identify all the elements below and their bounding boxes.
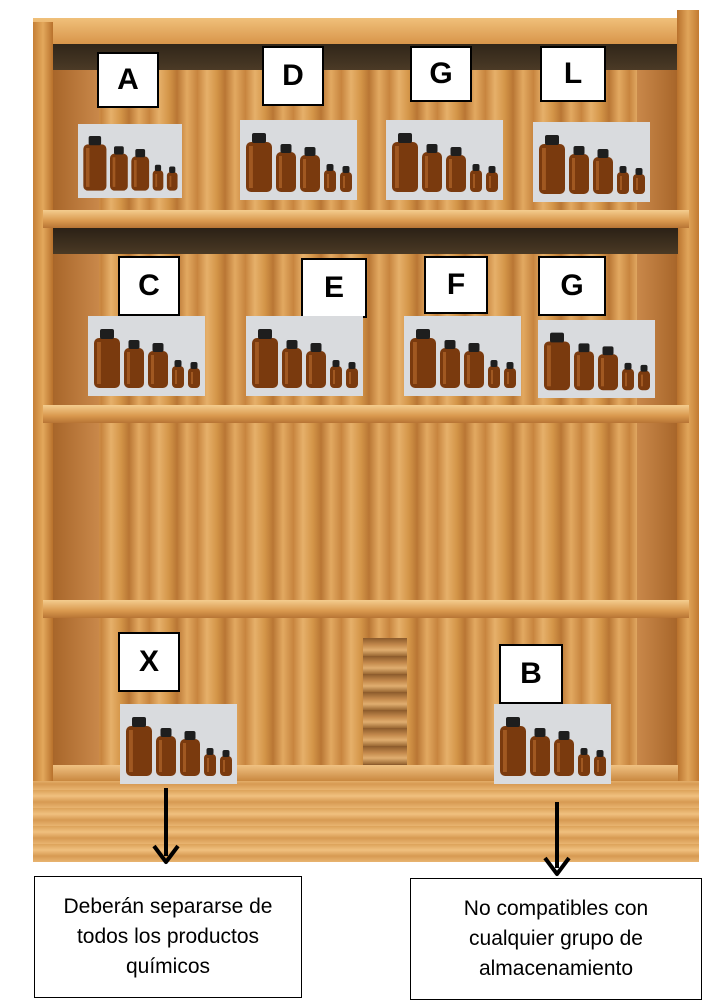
amber-bottle-icon: [530, 728, 550, 776]
amber-bottle-icon: [440, 340, 460, 388]
amber-bottle-icon: [131, 148, 150, 191]
center-divider-post: [363, 638, 407, 784]
bottle-group-d: [240, 120, 357, 200]
shelf-3: [43, 600, 689, 618]
label-b: B: [499, 644, 563, 704]
amber-bottle-icon: [578, 748, 590, 776]
label-g-middle: G: [538, 256, 606, 316]
amber-bottle-icon: [152, 164, 164, 191]
amber-bottle-icon: [486, 166, 498, 192]
amber-bottle-icon: [306, 343, 326, 388]
note-separate-all: Deberán separarse de todos los productos…: [34, 876, 302, 998]
amber-bottle-icon: [574, 343, 594, 391]
amber-bottles-icon: [544, 332, 650, 391]
amber-bottles-icon: [126, 717, 232, 776]
amber-bottle-icon: [410, 329, 436, 388]
amber-bottle-icon: [172, 360, 184, 388]
note-separate-all-text: Deberán separarse de todos los productos…: [63, 895, 273, 978]
amber-bottle-icon: [569, 146, 589, 194]
amber-bottle-icon: [392, 133, 418, 192]
label-l: L: [540, 46, 606, 102]
amber-bottle-icon: [504, 362, 516, 388]
amber-bottles-icon: [410, 329, 516, 388]
bottle-group-x: [120, 704, 237, 784]
label-e: E: [301, 258, 367, 318]
amber-bottles-icon: [246, 133, 352, 192]
amber-bottle-icon: [488, 360, 500, 388]
amber-bottle-icon: [340, 166, 352, 192]
cabinet-top-board: [33, 18, 699, 44]
note-not-compatible: No compatibles con cualquier grupo de al…: [410, 878, 702, 1000]
bottle-group-b: [494, 704, 611, 784]
amber-bottle-icon: [156, 728, 176, 776]
bottle-group-l: [533, 122, 650, 202]
amber-bottles-icon: [83, 136, 178, 191]
label-d: D: [262, 46, 324, 106]
amber-bottle-icon: [124, 340, 144, 388]
amber-bottle-icon: [246, 133, 272, 192]
amber-bottle-icon: [544, 332, 570, 391]
amber-bottle-icon: [252, 329, 278, 388]
bottle-group-g-middle: [538, 320, 655, 398]
amber-bottle-icon: [638, 364, 650, 391]
amber-bottle-icon: [300, 147, 320, 192]
cabinet-base: [33, 781, 699, 862]
bottle-group-e: [246, 316, 363, 396]
amber-bottle-icon: [422, 144, 442, 192]
note-not-compatible-text: No compatibles con cualquier grupo de al…: [463, 897, 649, 980]
amber-bottle-icon: [554, 731, 574, 776]
label-g-top: G: [410, 46, 472, 102]
amber-bottle-icon: [188, 362, 200, 388]
label-c: C: [118, 256, 180, 316]
amber-bottle-icon: [622, 362, 634, 391]
cabinet-right-frame: [677, 10, 699, 862]
cabinet-left-frame: [33, 22, 53, 862]
amber-bottle-icon: [282, 340, 302, 388]
amber-bottles-icon: [500, 717, 606, 776]
amber-bottle-icon: [617, 166, 629, 194]
bottle-group-a: [78, 124, 182, 198]
label-f: F: [424, 256, 488, 314]
amber-bottle-icon: [148, 343, 168, 388]
amber-bottle-icon: [94, 329, 120, 388]
shelf-1-shadow: [53, 228, 678, 254]
amber-bottle-icon: [166, 166, 178, 191]
amber-bottle-icon: [346, 362, 358, 388]
amber-bottle-icon: [470, 164, 482, 192]
shelf-2: [43, 405, 689, 423]
amber-bottles-icon: [252, 329, 358, 388]
label-x: X: [118, 632, 180, 692]
amber-bottle-icon: [594, 750, 606, 776]
arrow-down-left-icon: [152, 788, 180, 864]
amber-bottle-icon: [180, 731, 200, 776]
amber-bottle-icon: [324, 164, 336, 192]
amber-bottle-icon: [110, 146, 128, 191]
arrow-down-right-icon: [543, 802, 571, 876]
amber-bottles-icon: [539, 135, 645, 194]
amber-bottles-icon: [94, 329, 200, 388]
amber-bottles-icon: [392, 133, 498, 192]
bottle-group-f: [404, 316, 521, 396]
amber-bottle-icon: [464, 343, 484, 388]
amber-bottle-icon: [598, 346, 618, 391]
amber-bottle-icon: [276, 144, 296, 192]
amber-bottle-icon: [593, 149, 613, 194]
bottle-group-g-top: [386, 120, 503, 200]
amber-bottle-icon: [500, 717, 526, 776]
amber-bottle-icon: [220, 750, 232, 776]
amber-bottle-icon: [633, 168, 645, 194]
shelf-1: [43, 210, 689, 228]
amber-bottle-icon: [126, 717, 152, 776]
amber-bottle-icon: [204, 748, 216, 776]
amber-bottle-icon: [446, 147, 466, 192]
label-a: A: [97, 52, 159, 108]
amber-bottle-icon: [83, 136, 107, 191]
bottle-group-c: [88, 316, 205, 396]
amber-bottle-icon: [330, 360, 342, 388]
amber-bottle-icon: [539, 135, 565, 194]
